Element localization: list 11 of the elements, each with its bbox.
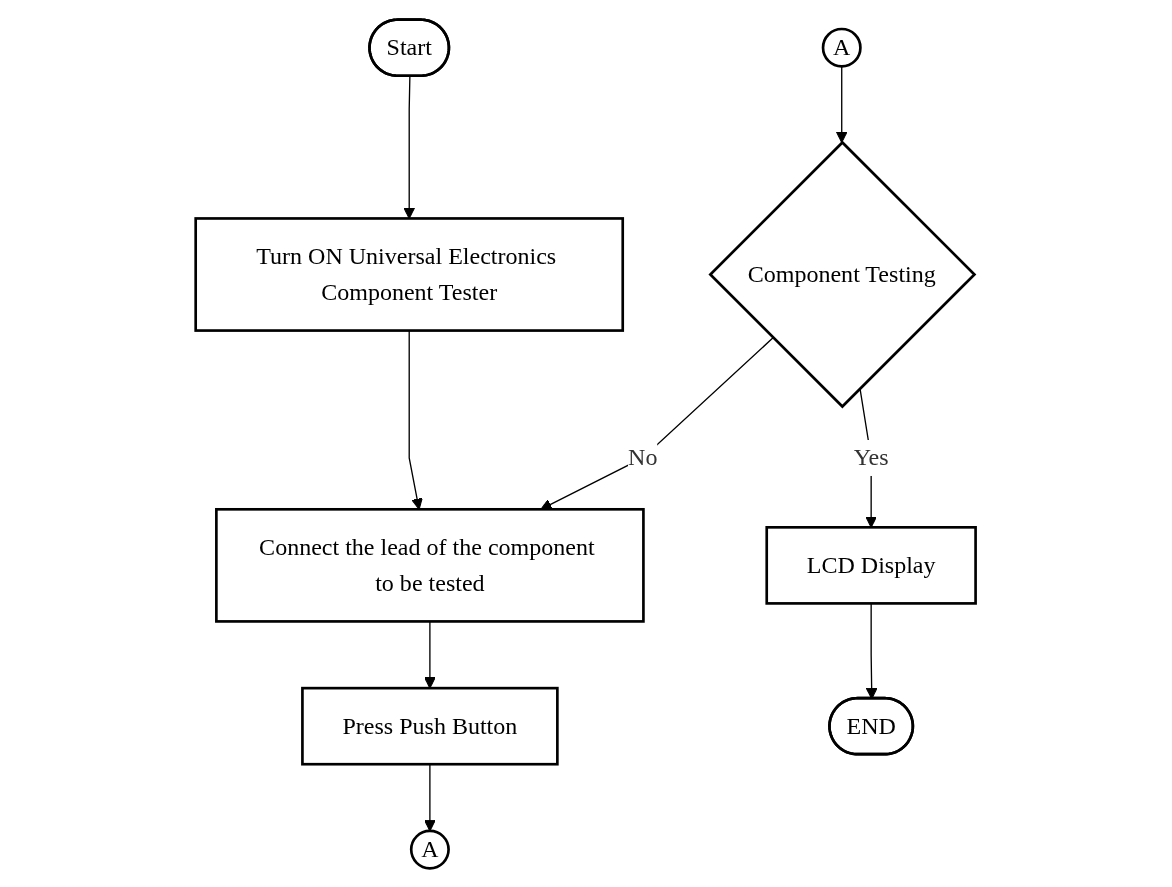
node-box: LCD Display xyxy=(765,525,978,605)
node-diamond: Component Testing xyxy=(708,140,977,408)
node-box: Turn ON Universal Electronics Component Tester xyxy=(194,216,625,332)
node-box: Press Push Button xyxy=(301,686,560,766)
arrow xyxy=(424,763,437,831)
edge-label: No xyxy=(628,443,658,471)
node-circle: A xyxy=(822,27,863,68)
edge-label: Yes xyxy=(854,443,889,471)
node-box: Connect the lead of the component to be tested xyxy=(215,507,646,623)
node-circle: A xyxy=(410,829,451,870)
arrow xyxy=(836,65,848,143)
